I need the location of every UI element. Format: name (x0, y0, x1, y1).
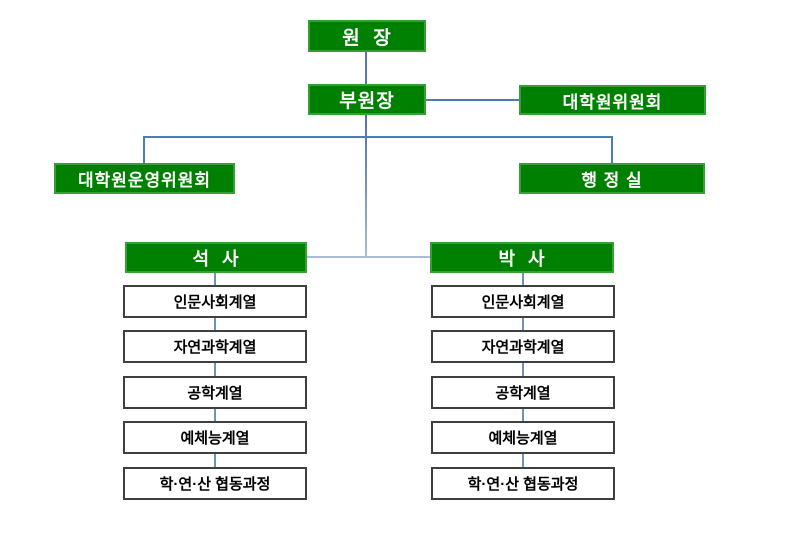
connector-masters-track (214, 318, 216, 330)
connector-drop-admin-office (611, 136, 613, 163)
connector-vice-committee (426, 99, 519, 101)
connector-doctoral-track (522, 363, 524, 376)
connector-doctoral-track (522, 409, 524, 421)
box-masters-track: 인문사회계열 (123, 285, 307, 318)
box-masters-track: 자연과학계열 (123, 330, 307, 363)
box-doctoral-track: 학·연·산 협동과정 (431, 467, 615, 500)
box-admin-office: 행 정 실 (519, 163, 705, 194)
box-masters-track: 예체능계열 (123, 421, 307, 454)
box-doctoral-track: 자연과학계열 (431, 330, 615, 363)
box-masters-track: 학·연·산 협동과정 (123, 467, 307, 500)
box-vice-director: 부원장 (308, 84, 426, 115)
box-doctoral: 박 사 (430, 242, 614, 273)
connector-branch-horizontal (144, 136, 612, 138)
box-doctoral-track: 인문사회계열 (431, 285, 615, 318)
box-operating-committee: 대학원운영위원회 (54, 163, 235, 194)
box-director: 원 장 (308, 20, 426, 52)
connector-masters-track (214, 363, 216, 376)
connector-masters-track (214, 454, 216, 467)
connector-drop-operating-committee (143, 136, 145, 163)
connector-doctoral-track (522, 273, 524, 285)
connector-masters-track (214, 273, 216, 285)
box-doctoral-track: 예체능계열 (431, 421, 615, 454)
box-masters-track: 공학계열 (123, 376, 307, 409)
connector-vice-drop (365, 115, 367, 257)
connector-masters-doctoral (307, 256, 430, 258)
box-graduate-committee: 대학원위원회 (519, 85, 706, 115)
box-doctoral-track: 공학계열 (431, 376, 615, 409)
connector-director-vice (365, 52, 367, 84)
connector-doctoral-track (522, 318, 524, 330)
connector-doctoral-track (522, 454, 524, 467)
box-masters: 석 사 (125, 242, 307, 273)
connector-masters-track (214, 409, 216, 421)
